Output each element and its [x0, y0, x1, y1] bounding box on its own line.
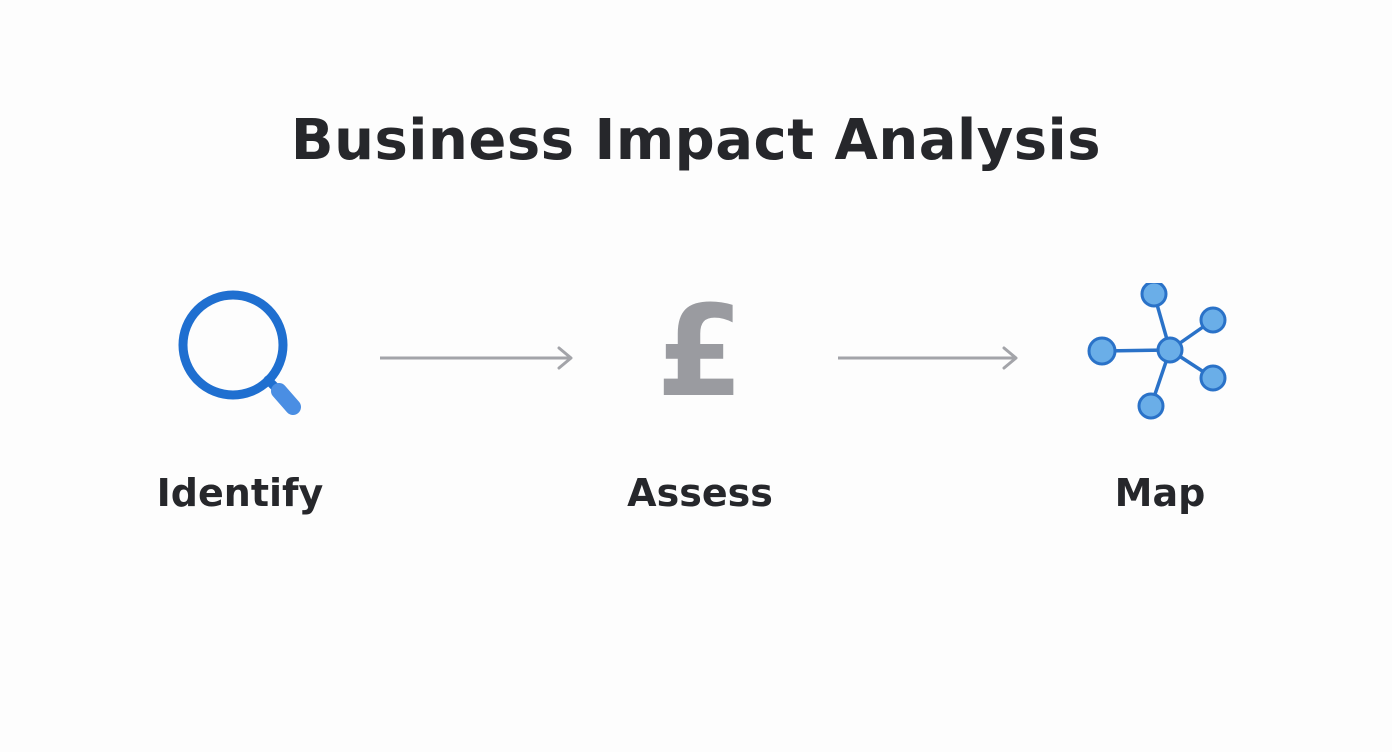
- network-node-icon: [1040, 283, 1280, 433]
- arrow-right-icon: [380, 346, 573, 370]
- step-label: Assess: [627, 471, 773, 515]
- step-identify: Identify: [120, 283, 360, 515]
- arrow-right-icon: [838, 346, 1018, 370]
- step-map: Map: [1040, 283, 1280, 515]
- step-label: Map: [1114, 471, 1206, 515]
- svg-text:£: £: [656, 283, 744, 425]
- pound-sign-icon: £: [580, 283, 820, 433]
- step-label: Identify: [156, 471, 324, 515]
- magnifying-glass-icon: [120, 283, 360, 433]
- diagram-title: Business Impact Analysis: [290, 108, 1102, 173]
- step-assess: £ Assess: [580, 283, 820, 515]
